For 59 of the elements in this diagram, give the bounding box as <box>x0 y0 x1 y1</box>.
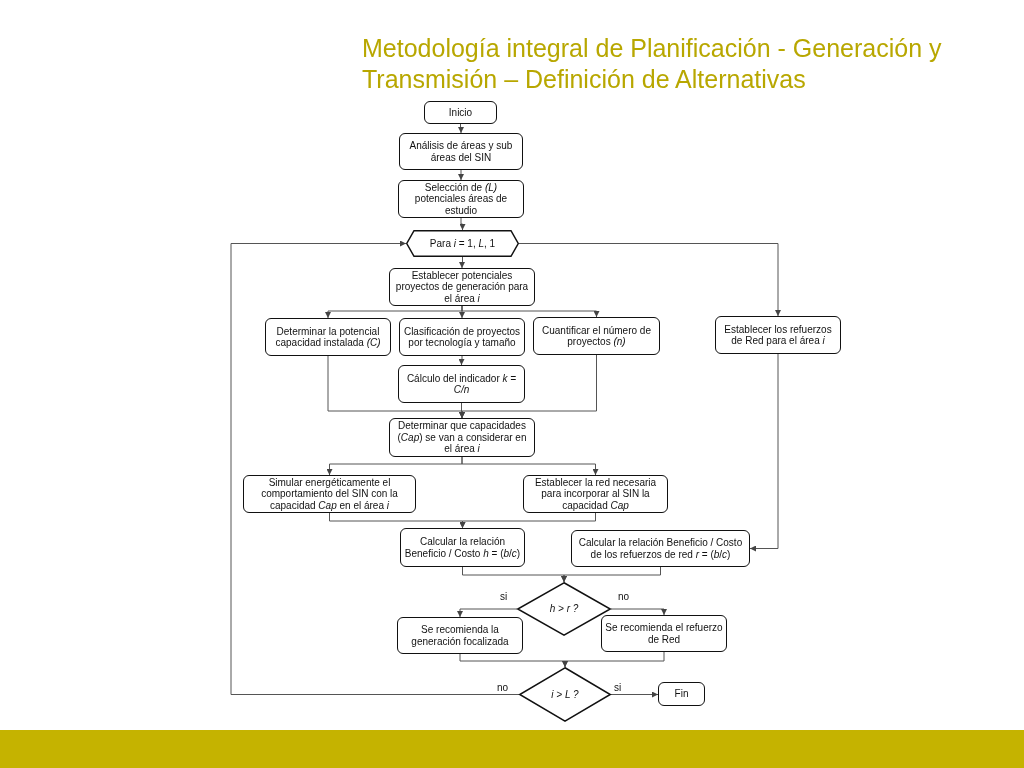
process-box <box>601 615 727 652</box>
arrow <box>561 566 661 583</box>
arrow <box>459 512 596 529</box>
node-label: h > r ? <box>548 603 580 615</box>
process-box <box>243 475 416 513</box>
process-box <box>400 528 525 567</box>
process-box <box>715 316 841 354</box>
node-label: Calcular la relación Beneficio / Costo de los refuerzos de red r = (b/c) <box>577 537 744 560</box>
arrow <box>230 240 520 695</box>
arrow <box>610 691 659 698</box>
arrow <box>459 354 597 419</box>
process-box <box>398 365 525 403</box>
node-label: Selección de (L) potenciales áreas de estudio <box>413 181 509 217</box>
edge-label: si <box>499 591 509 602</box>
decision-diamond <box>519 667 611 722</box>
node-label: Clasificación de proyectos por tecnología y tamaño <box>402 325 522 349</box>
loop-hexagon <box>406 230 519 257</box>
node-label: Establecer la red necesaria para incorporar al SIN la capacidad Cap <box>533 476 658 512</box>
arrow <box>562 651 665 668</box>
process-box <box>399 318 525 356</box>
arrow <box>458 355 465 366</box>
process-box <box>397 617 523 654</box>
node-label: Determinar que capacidades (Cap) se van a considerar en el área i <box>396 420 528 455</box>
process-box <box>424 101 497 124</box>
node-label: Determinar la potencial capacidad instalada (C) <box>274 325 382 349</box>
node-label: Se recomienda el refuerzo de Red <box>604 622 724 645</box>
edge-label: no <box>617 591 631 602</box>
node-label: Establecer potenciales proyectos de generación para el área i <box>394 269 530 305</box>
node-label: Fin <box>673 688 690 700</box>
node-label: Se recomienda la generación focalizada <box>410 624 510 647</box>
node-label: Para i = 1, L, 1 <box>428 237 497 250</box>
process-box <box>533 317 660 355</box>
node-label: Establecer los refuerzos de Red para el área i <box>723 323 833 347</box>
process-box <box>389 418 535 457</box>
node-label: Cuantificar el número de proyectos (n) <box>541 324 652 348</box>
arrow <box>749 353 779 552</box>
node-label: i > L ? <box>550 688 580 701</box>
arrow <box>610 608 667 616</box>
node-label: Calcular la relación Beneficio / Costo h = (b/c) <box>403 536 522 559</box>
arrow <box>459 217 466 231</box>
process-box <box>571 530 750 567</box>
slide-title: Metodología integral de Planificación - Generación y Transmisión – Definición de Alternativas <box>362 33 943 96</box>
arrow <box>518 243 781 317</box>
node-label: Cálculo del indicador k = C/n <box>405 372 518 396</box>
arrow <box>458 123 464 134</box>
node-label: Inicio <box>447 106 474 119</box>
arrow <box>458 169 464 181</box>
arrow <box>461 305 600 318</box>
edge-label: si <box>613 681 623 693</box>
node-label: Análisis de áreas y sub áreas del SIN <box>408 140 514 163</box>
arrow <box>457 608 518 618</box>
process-box <box>265 318 391 356</box>
node-label: Simular energéticamente el comportamiento del SIN con la capacidad Cap en el área i <box>260 476 399 512</box>
arrow <box>459 256 465 269</box>
process-box <box>398 180 524 218</box>
process-box <box>658 682 705 706</box>
process-box <box>523 475 668 513</box>
arrow <box>461 456 599 476</box>
process-box <box>399 133 523 170</box>
